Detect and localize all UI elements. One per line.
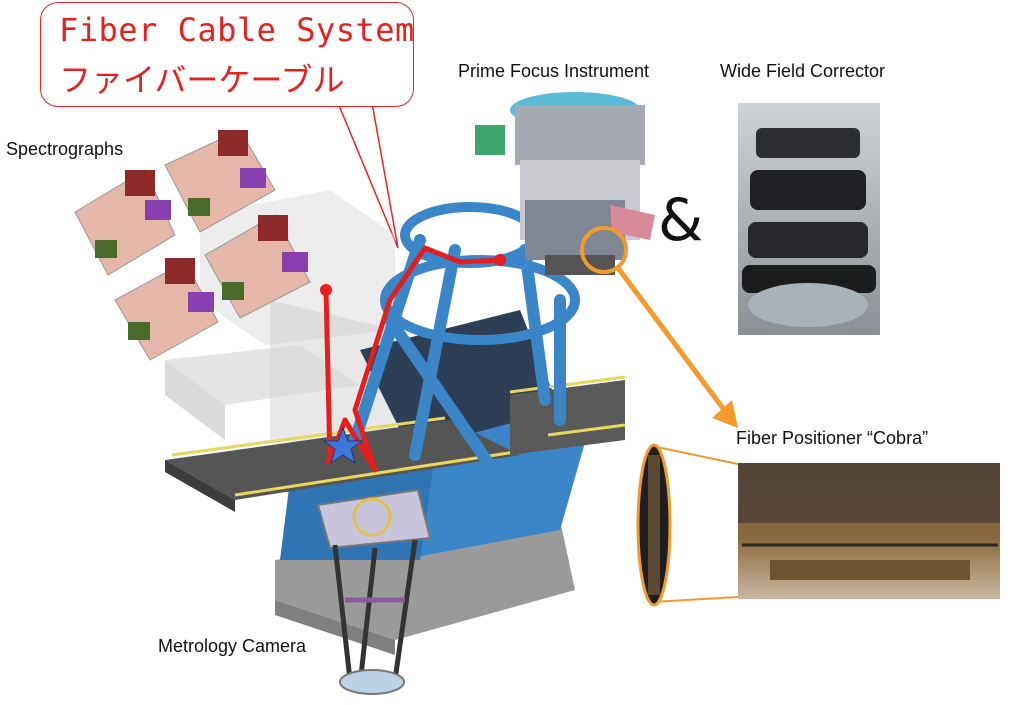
wide-field-corrector-photo — [738, 103, 880, 335]
observation-platform — [165, 375, 626, 512]
metrology-camera-structure — [316, 488, 432, 695]
zoom-indicator — [580, 226, 739, 603]
spectrograph-units — [74, 129, 311, 361]
prime-focus-instrument — [475, 92, 655, 275]
fiber-route — [320, 245, 506, 473]
cobra-closeup-ellipse — [636, 443, 672, 607]
label-wide-field-corrector: Wide Field Corrector — [720, 61, 886, 81]
fiber-cable-callout: Fiber Cable System ファイバーケーブル — [40, 2, 414, 107]
label-spectrographs: Spectrographs — [6, 139, 124, 159]
ampersand-symbol: & — [658, 186, 704, 254]
star-marker — [322, 426, 364, 465]
fiber-positioner-photo — [738, 463, 1000, 599]
spectrograph-unit — [164, 129, 276, 233]
callout-title-en: Fiber Cable System — [59, 11, 415, 49]
label-fiber-positioner: Fiber Positioner “Cobra” — [736, 428, 929, 448]
spectrograph-unit — [74, 169, 176, 276]
label-metrology-camera: Metrology Camera — [158, 636, 307, 656]
label-prime-focus-instrument: Prime Focus Instrument — [458, 61, 650, 81]
spectrograph-unit — [204, 214, 311, 319]
callout-title-ja: ファイバーケーブル — [59, 61, 345, 99]
spectrograph-unit — [114, 258, 219, 361]
